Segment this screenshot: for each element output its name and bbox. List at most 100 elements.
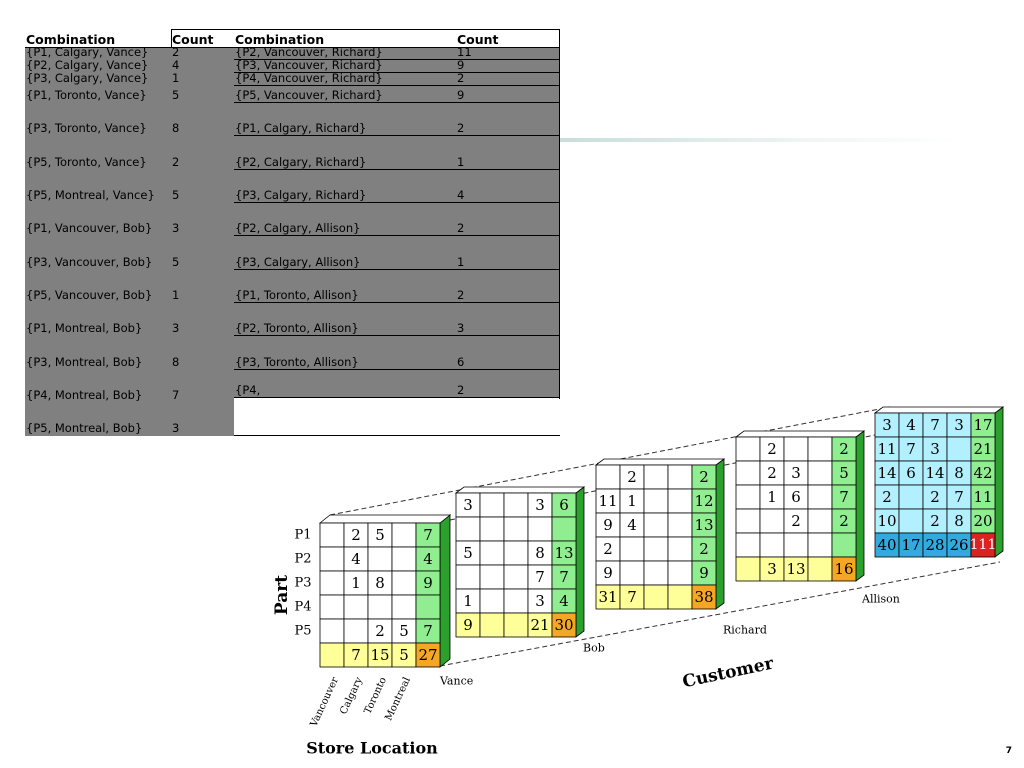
cube-cell — [946, 460, 972, 486]
cube-cell-value: 3 — [791, 464, 801, 482]
cube-cell — [503, 540, 529, 566]
table-left-combination-text: {P1, Vancouver, Bob} — [26, 220, 153, 235]
cube-cell — [551, 516, 577, 542]
cube-cell — [503, 588, 529, 614]
table-left-combination: {P5, Montreal, Vance} — [25, 170, 171, 203]
cube-cell — [691, 536, 717, 562]
cube-cell — [527, 612, 553, 638]
table-right-count-text: 9 — [457, 60, 465, 72]
cube-cell — [898, 532, 924, 558]
cube-cell — [479, 516, 505, 542]
cube-cell — [691, 584, 717, 610]
table-rule — [25, 47, 560, 48]
table-left-combination: {P1, Toronto, Vance} — [25, 86, 171, 103]
cube-cell-value: 2 — [839, 440, 849, 458]
table-left-count: 5 — [171, 236, 234, 270]
cube-cell — [595, 512, 621, 538]
table-right-combination: {P4, Vancouver, Richard} — [234, 73, 456, 86]
cube-cell — [391, 594, 417, 620]
cube-cell-value: 2 — [699, 540, 709, 558]
cube-cell — [922, 460, 948, 486]
cube-cell — [319, 594, 345, 620]
cube-cell-value: 30 — [554, 616, 573, 634]
cube-cell-value: 5 — [399, 646, 409, 664]
cube-cell — [343, 642, 369, 668]
cube-cell-value: 2 — [839, 512, 849, 530]
cube-cell-value: 17 — [973, 416, 992, 434]
cube-cell — [807, 484, 833, 510]
cube-cell — [735, 460, 761, 486]
table-header-1: Count — [172, 32, 214, 47]
cube-cell-value: 6 — [906, 464, 916, 482]
slice-side-face — [994, 406, 1004, 558]
table-right-combination-text: {P2, Toronto, Allison} — [235, 320, 359, 335]
table-right-combination: {P3, Vancouver, Richard} — [234, 60, 456, 73]
table-left-count-text: 5 — [172, 87, 180, 102]
cube-cell — [391, 546, 417, 572]
table-left-count-text: 1 — [172, 73, 180, 85]
cube-cell — [479, 492, 505, 518]
table-right-count: 2 — [456, 73, 560, 86]
table-right-combination: {P1, Calgary, Richard} — [234, 103, 456, 136]
cube-cell — [667, 488, 693, 514]
table-left-count: 2 — [171, 136, 234, 170]
cube-cell — [619, 536, 645, 562]
table-right-combination-text: {P2, Calgary, Allison} — [235, 220, 361, 235]
cube-cell-value: 28 — [925, 536, 944, 554]
table-left-count: 4 — [171, 60, 234, 73]
table-right-count-text: 3 — [457, 320, 465, 335]
table-left-count: 7 — [171, 370, 234, 403]
cube-cell-value: 7 — [839, 488, 849, 506]
table-rule — [234, 169, 560, 170]
table-left-combination: {P1, Calgary, Vance} — [25, 47, 171, 60]
table-left-count-text: 8 — [172, 120, 180, 135]
table-right-count-text: 2 — [457, 382, 465, 397]
cube-cell-value: 1 — [351, 574, 361, 592]
table-rule — [234, 369, 560, 370]
cube-cell — [898, 508, 924, 534]
cube-cell — [343, 594, 369, 620]
cube-cell — [691, 488, 717, 514]
cube-cell — [946, 532, 972, 558]
cube-cell — [970, 484, 996, 510]
cube-cell — [455, 612, 481, 638]
table-left-combination: {P5, Montreal, Bob} — [25, 403, 171, 436]
cube-cell — [479, 612, 505, 638]
cube-cell — [922, 412, 948, 438]
cube-cell — [759, 484, 785, 510]
cube-cell — [667, 464, 693, 490]
cube-cell — [735, 484, 761, 510]
table-right-combination: {P2, Vancouver, Richard} — [234, 47, 456, 60]
table-rule — [234, 235, 560, 236]
table-left-combination-text: {P3, Calgary, Vance} — [26, 73, 149, 85]
cube-cell-value: 3 — [882, 416, 892, 434]
page-number: 7 — [1005, 746, 1012, 756]
cube-cell — [946, 484, 972, 510]
table-left-combination-text: {P4, Montreal, Bob} — [26, 387, 143, 402]
cube-cell — [735, 556, 761, 582]
table-left-combination-text: {P1, Montreal, Bob} — [26, 320, 143, 335]
cube-cell-value: 11 — [598, 492, 617, 510]
cube-cell — [551, 540, 577, 566]
cube-cell-value: 4 — [423, 550, 433, 568]
table-left-count: 2 — [171, 47, 234, 60]
cube-cell-value: 2 — [375, 622, 385, 640]
table-right-combination-text: {P1, Calgary, Richard} — [235, 120, 367, 135]
cube-cell — [319, 618, 345, 644]
slice-side-face — [575, 486, 585, 638]
table-right-combination-text: {P3, Calgary, Allison} — [235, 254, 361, 269]
cube-cell-value: 5 — [463, 544, 473, 562]
cube-cell — [527, 516, 553, 542]
table-right-count: 1 — [456, 136, 560, 170]
perspective-line — [449, 409, 1001, 521]
cube-cell-value: 9 — [699, 564, 709, 582]
table-left-combination-text: {P2, Calgary, Vance} — [26, 60, 149, 72]
table-right-combination: {P2, Toronto, Allison} — [234, 303, 456, 336]
customer-label: Richard — [723, 624, 767, 637]
store-label: Toronto — [362, 676, 389, 716]
cube-cell — [619, 584, 645, 610]
store-axis-label: Store Location — [306, 739, 438, 758]
table-left-combination-text: {P5, Vancouver, Bob} — [26, 287, 153, 302]
cube-cell — [367, 594, 393, 620]
cube-cell-value: 14 — [877, 464, 896, 482]
